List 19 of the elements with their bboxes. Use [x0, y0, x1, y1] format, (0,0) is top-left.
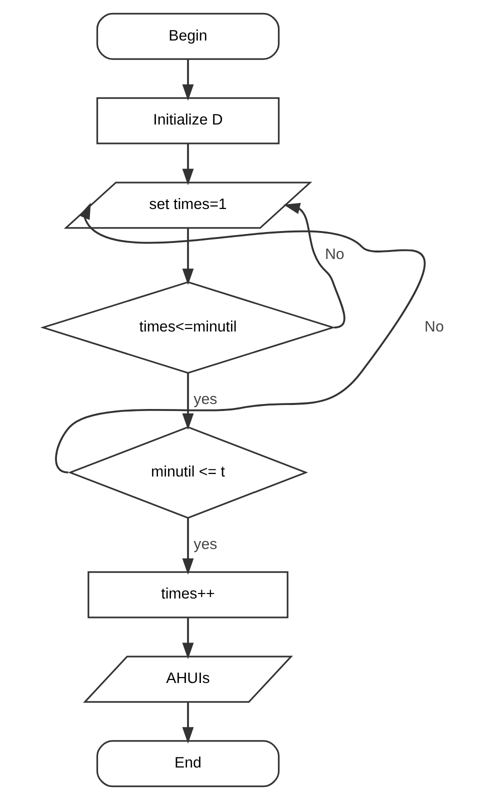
arrow: [182, 228, 194, 285]
edge-label: No: [324, 246, 344, 263]
arrow: [182, 373, 194, 430]
arrow: [284, 202, 346, 328]
arrow: [182, 702, 194, 744]
node-box: times++: [88, 571, 288, 618]
node-diamond: minutil <= t: [68, 426, 308, 519]
node-diamond: times<=minutil: [40, 281, 336, 374]
arrow: [182, 144, 194, 186]
node-box: Begin: [96, 12, 280, 60]
arrow: [55, 202, 425, 474]
arrow: [182, 59, 194, 101]
edge-label: yes: [194, 536, 218, 553]
arrow: [182, 618, 194, 660]
edge-label: No: [424, 318, 444, 336]
arrow: [182, 518, 194, 575]
edge-label: yes: [194, 390, 218, 408]
node-box: End: [96, 740, 280, 788]
node-box: Initialize D: [96, 97, 280, 144]
